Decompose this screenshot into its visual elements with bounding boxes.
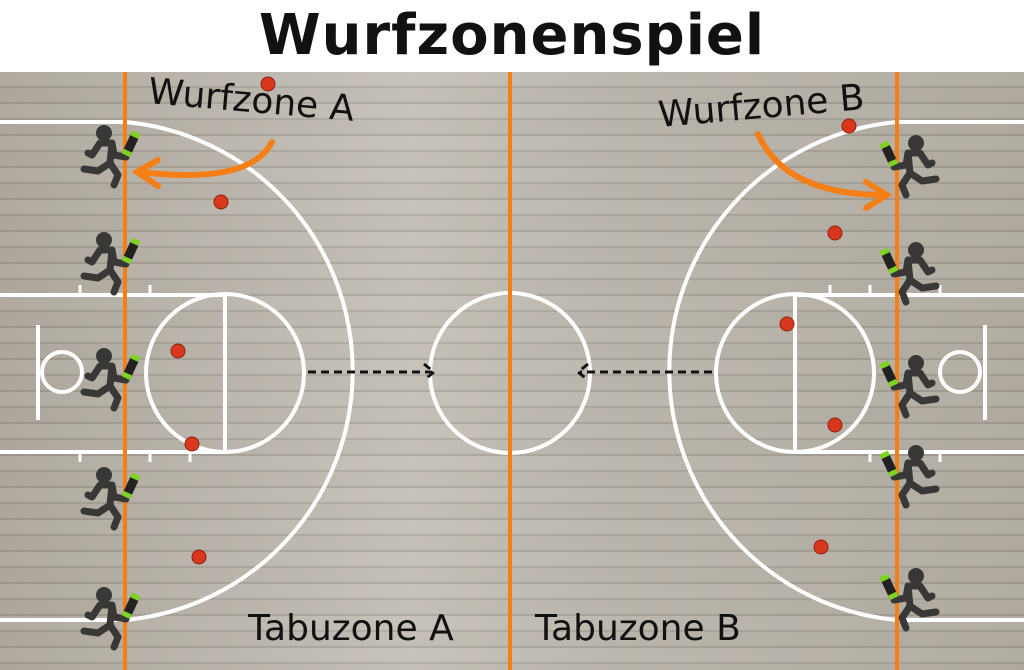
three-point-arc-right bbox=[667, 120, 1024, 622]
three-point-arc-left bbox=[0, 120, 355, 622]
ball bbox=[184, 436, 200, 452]
label-tabuzone-a: Tabuzone A bbox=[248, 608, 454, 649]
free-throw-circle-right bbox=[714, 292, 876, 454]
ball bbox=[213, 194, 229, 210]
player-icon bbox=[879, 568, 940, 632]
player-icon bbox=[80, 587, 141, 651]
diagram-title: Wurfzonenspiel bbox=[258, 3, 766, 68]
ball bbox=[841, 118, 857, 134]
dashed-arrow-right bbox=[575, 362, 712, 382]
player-icon bbox=[80, 348, 141, 412]
player-icon bbox=[80, 125, 141, 189]
player-icon bbox=[879, 445, 940, 509]
label-tabuzone-b: Tabuzone B bbox=[535, 608, 741, 649]
ball bbox=[779, 316, 795, 332]
ball bbox=[827, 225, 843, 241]
balls bbox=[170, 76, 857, 565]
ball bbox=[260, 76, 276, 92]
ball bbox=[827, 417, 843, 433]
player-icon bbox=[80, 467, 141, 531]
player-icon bbox=[879, 355, 940, 419]
players bbox=[80, 125, 940, 651]
player-icon bbox=[879, 135, 940, 199]
ball bbox=[170, 343, 186, 359]
basket-left bbox=[40, 350, 84, 394]
basketball-court: Wurfzone A Wurfzone B Tabuzone A Tabuzon… bbox=[0, 71, 1024, 670]
dashed-arrow-left bbox=[308, 362, 437, 382]
basket-right bbox=[938, 350, 982, 394]
arrow-wurfzone-a bbox=[131, 139, 275, 189]
ball bbox=[191, 549, 207, 565]
ball bbox=[813, 539, 829, 555]
player-icon bbox=[80, 232, 141, 296]
court-drawing bbox=[0, 72, 1024, 670]
player-icon bbox=[879, 242, 940, 306]
free-throw-circle-left bbox=[144, 292, 306, 454]
arrow-wurfzone-b bbox=[755, 131, 893, 211]
